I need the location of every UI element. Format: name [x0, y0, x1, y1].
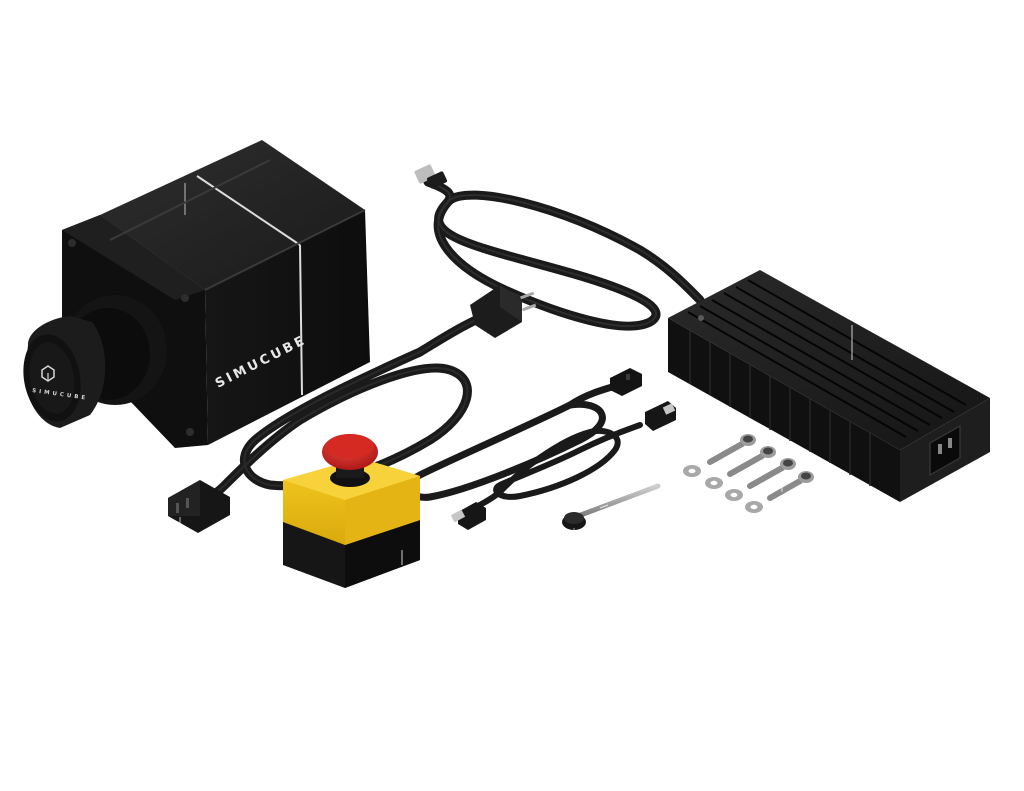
washer-icon [705, 477, 723, 489]
mains-power-cable [168, 285, 537, 533]
washer-icon [683, 465, 701, 477]
schuko-plug-icon [470, 285, 537, 338]
molex-connector-icon [610, 368, 642, 396]
power-supply-brick [668, 270, 990, 502]
bolt-icon [727, 446, 776, 477]
usb-b-plug-icon [645, 401, 676, 431]
usb-cable [450, 401, 676, 530]
washer-icon [725, 489, 743, 501]
washer-icon [745, 501, 763, 513]
status-led-icon [698, 315, 704, 321]
bolt-icon [707, 434, 756, 465]
washers [683, 465, 763, 513]
bolt-icon [747, 458, 796, 489]
direct-drive-motor: SIMUCUBE SIMUCUBE [23, 140, 370, 448]
iec-connector-icon [168, 480, 230, 533]
emergency-stop-button [283, 434, 420, 588]
shaft-hub: SIMUCUBE [23, 295, 167, 428]
mounting-bolts [707, 434, 814, 501]
cube-logo-icon [41, 365, 55, 382]
usb-a-to-usb-b-cable [414, 164, 705, 331]
heatsink-fins [687, 279, 967, 438]
usb-a-plug-small-icon [450, 502, 486, 530]
pin-tool [562, 483, 661, 538]
usb-a-plug-icon [414, 164, 448, 189]
power-inlet-icon [929, 424, 961, 477]
bolt-icon [767, 471, 814, 501]
